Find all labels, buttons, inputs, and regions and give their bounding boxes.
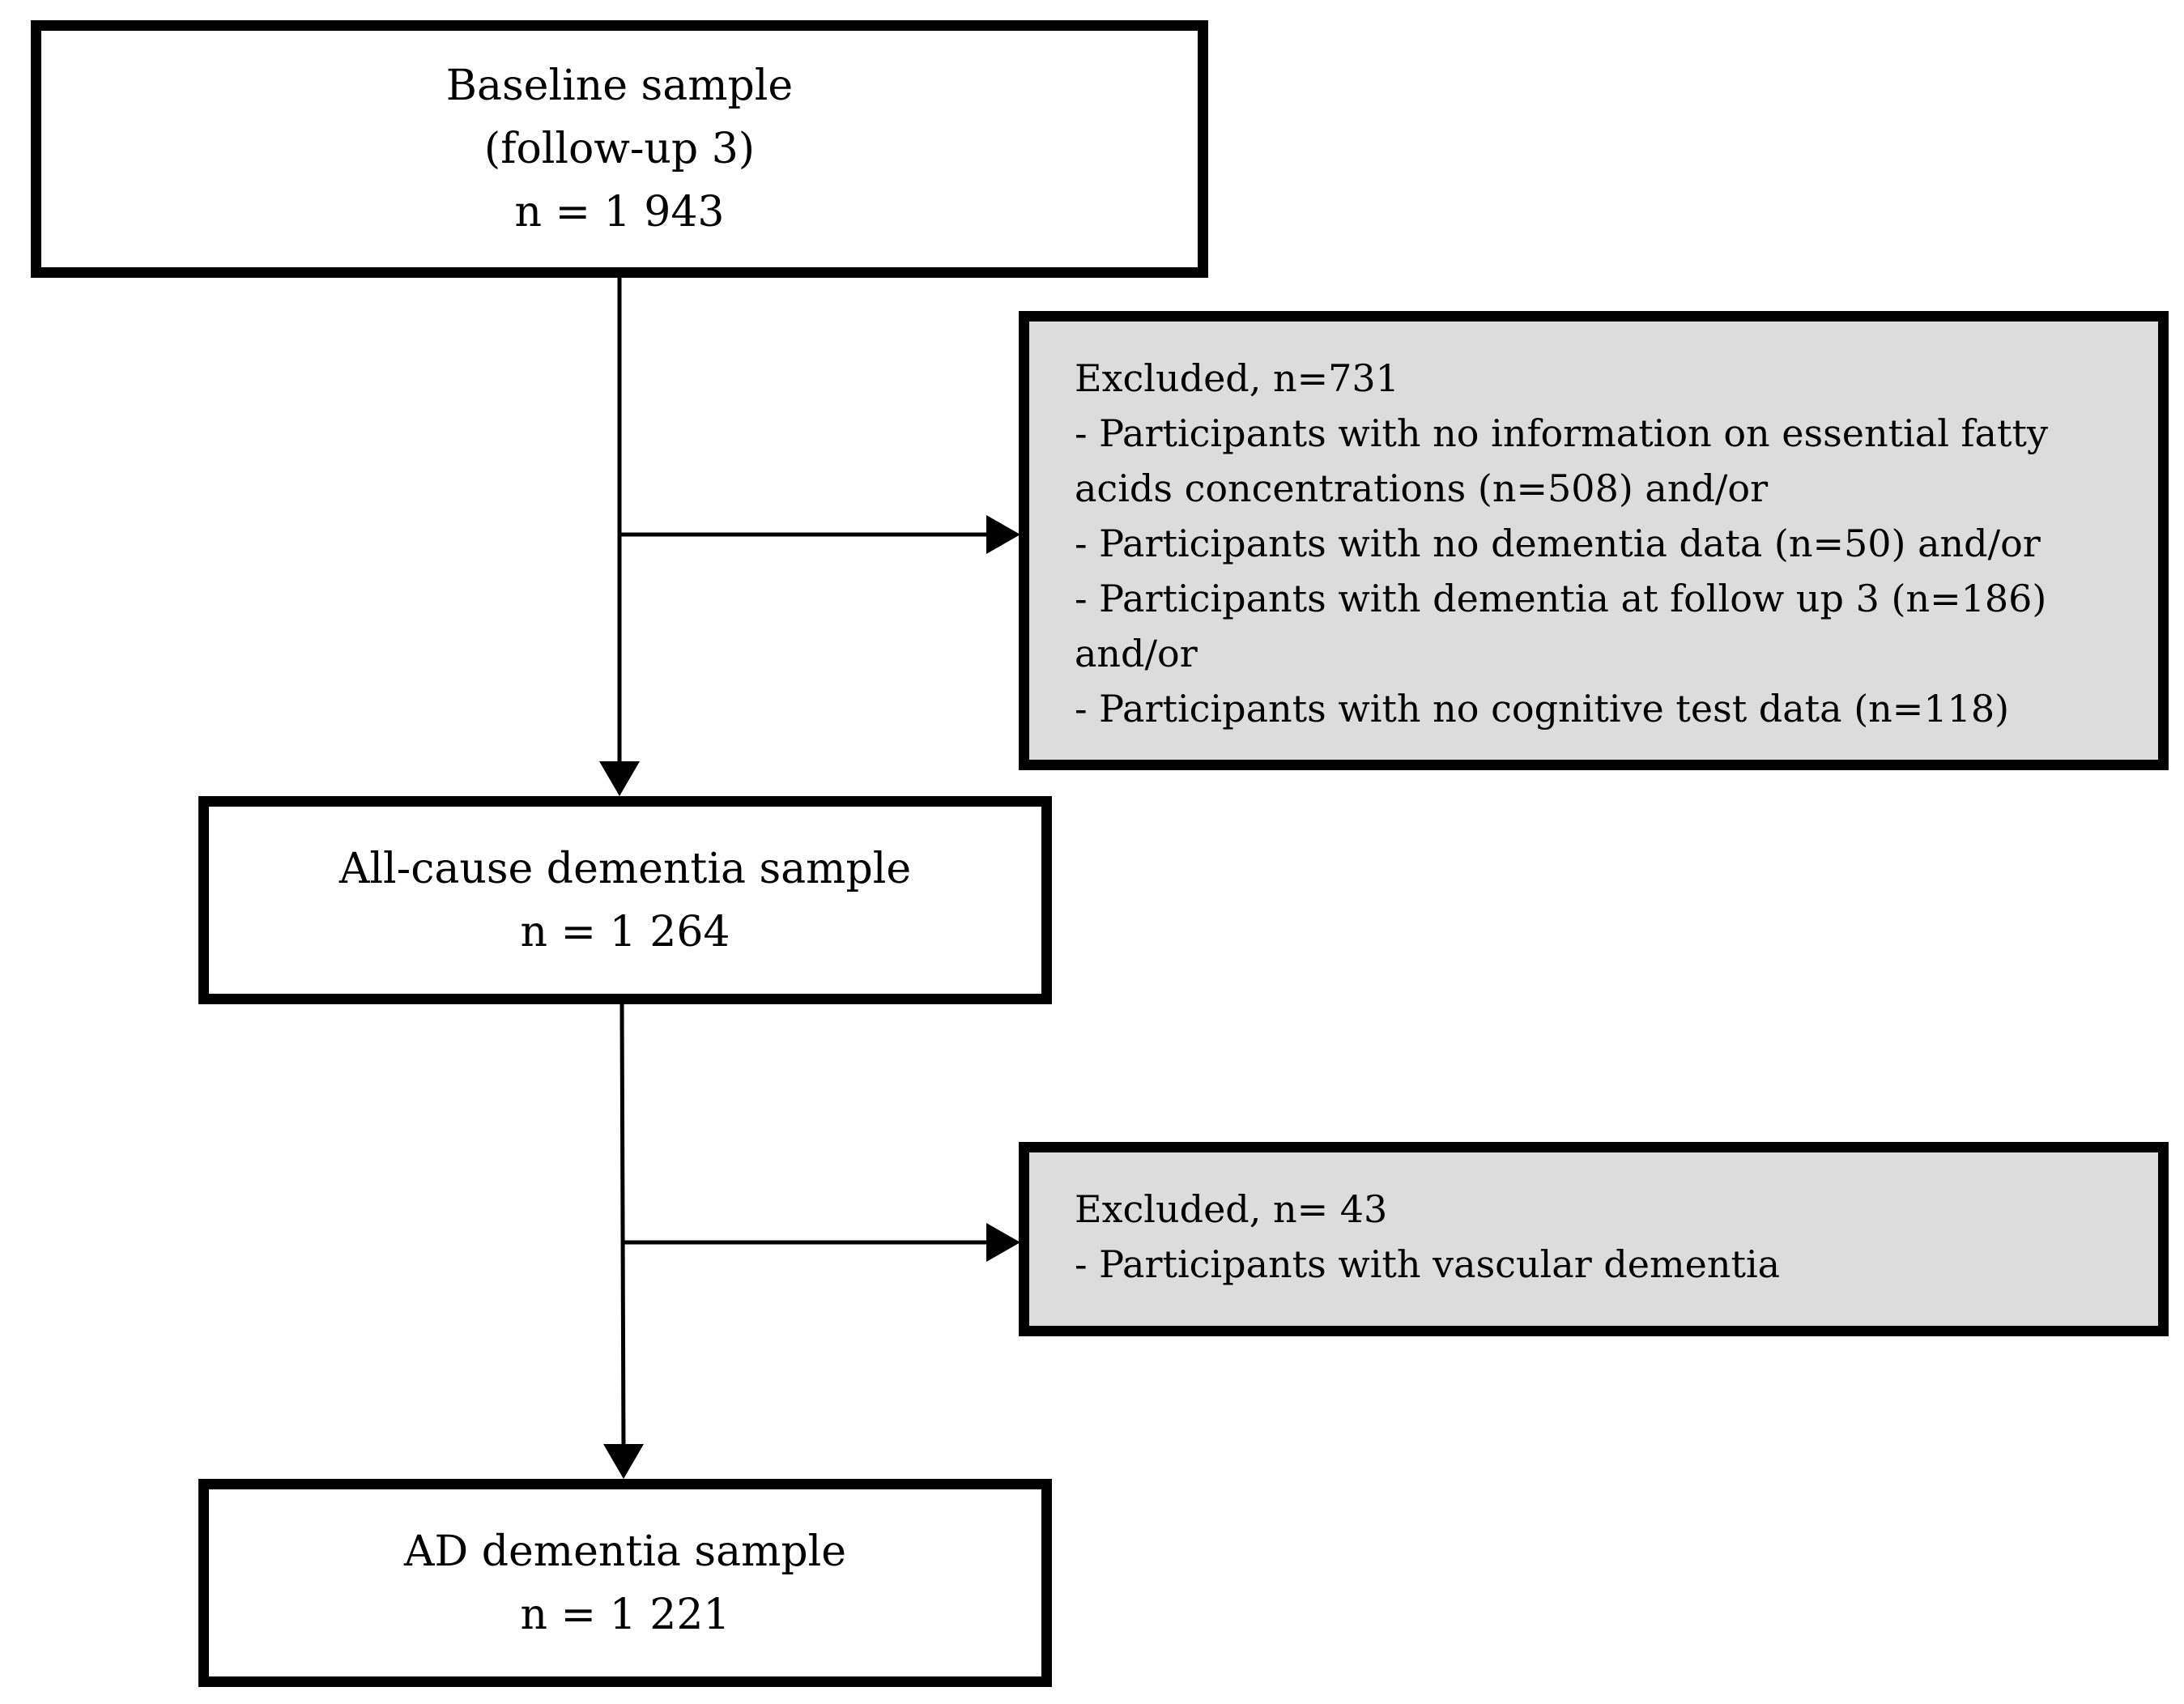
all-cause-title: All-cause dementia sample bbox=[338, 844, 912, 893]
excluded-1-item: - Participants with no cognitive test da… bbox=[1075, 687, 2010, 731]
excluded-1-heading: Excluded, n=731 bbox=[1075, 356, 1399, 400]
excluded-1-item: acids concentrations (n=508) and/or bbox=[1075, 466, 1769, 510]
ad-title: AD dementia sample bbox=[403, 1527, 847, 1576]
excluded-1-item: - Participants with no information on es… bbox=[1075, 411, 2048, 455]
arrowhead-allcause bbox=[599, 761, 640, 796]
all-cause-dementia-box: All-cause dementia sample n = 1 264 bbox=[198, 796, 1052, 1004]
arrow-allcause-to-ad bbox=[619, 1003, 626, 1451]
excluded-box-1: Excluded, n=731 - Participants with no i… bbox=[1019, 311, 2169, 770]
all-cause-count: n = 1 264 bbox=[520, 907, 730, 956]
arrowhead-ad bbox=[603, 1444, 644, 1479]
excluded-box-2: Excluded, n= 43 - Participants with vasc… bbox=[1019, 1142, 2169, 1336]
baseline-title: Baseline sample bbox=[445, 62, 794, 110]
excluded-1-item: - Participants with dementia at follow u… bbox=[1075, 577, 2047, 620]
excluded-1-item: - Participants with no dementia data (n=… bbox=[1075, 522, 2041, 565]
baseline-subtitle: (follow-up 3) bbox=[483, 125, 756, 173]
ad-dementia-box: AD dementia sample n = 1 221 bbox=[198, 1479, 1052, 1687]
arrowhead-excluded-2 bbox=[986, 1223, 1020, 1262]
excluded-1-item: and/or bbox=[1075, 632, 1198, 675]
ad-count: n = 1 221 bbox=[520, 1590, 730, 1639]
excluded-2-heading: Excluded, n= 43 bbox=[1075, 1187, 1388, 1231]
arrowhead-excluded-1 bbox=[986, 515, 1020, 554]
excluded-2-item: - Participants with vascular dementia bbox=[1075, 1242, 1781, 1286]
baseline-count: n = 1 943 bbox=[514, 188, 725, 236]
baseline-sample-box: Baseline sample (follow-up 3) n = 1 943 bbox=[31, 20, 1208, 278]
